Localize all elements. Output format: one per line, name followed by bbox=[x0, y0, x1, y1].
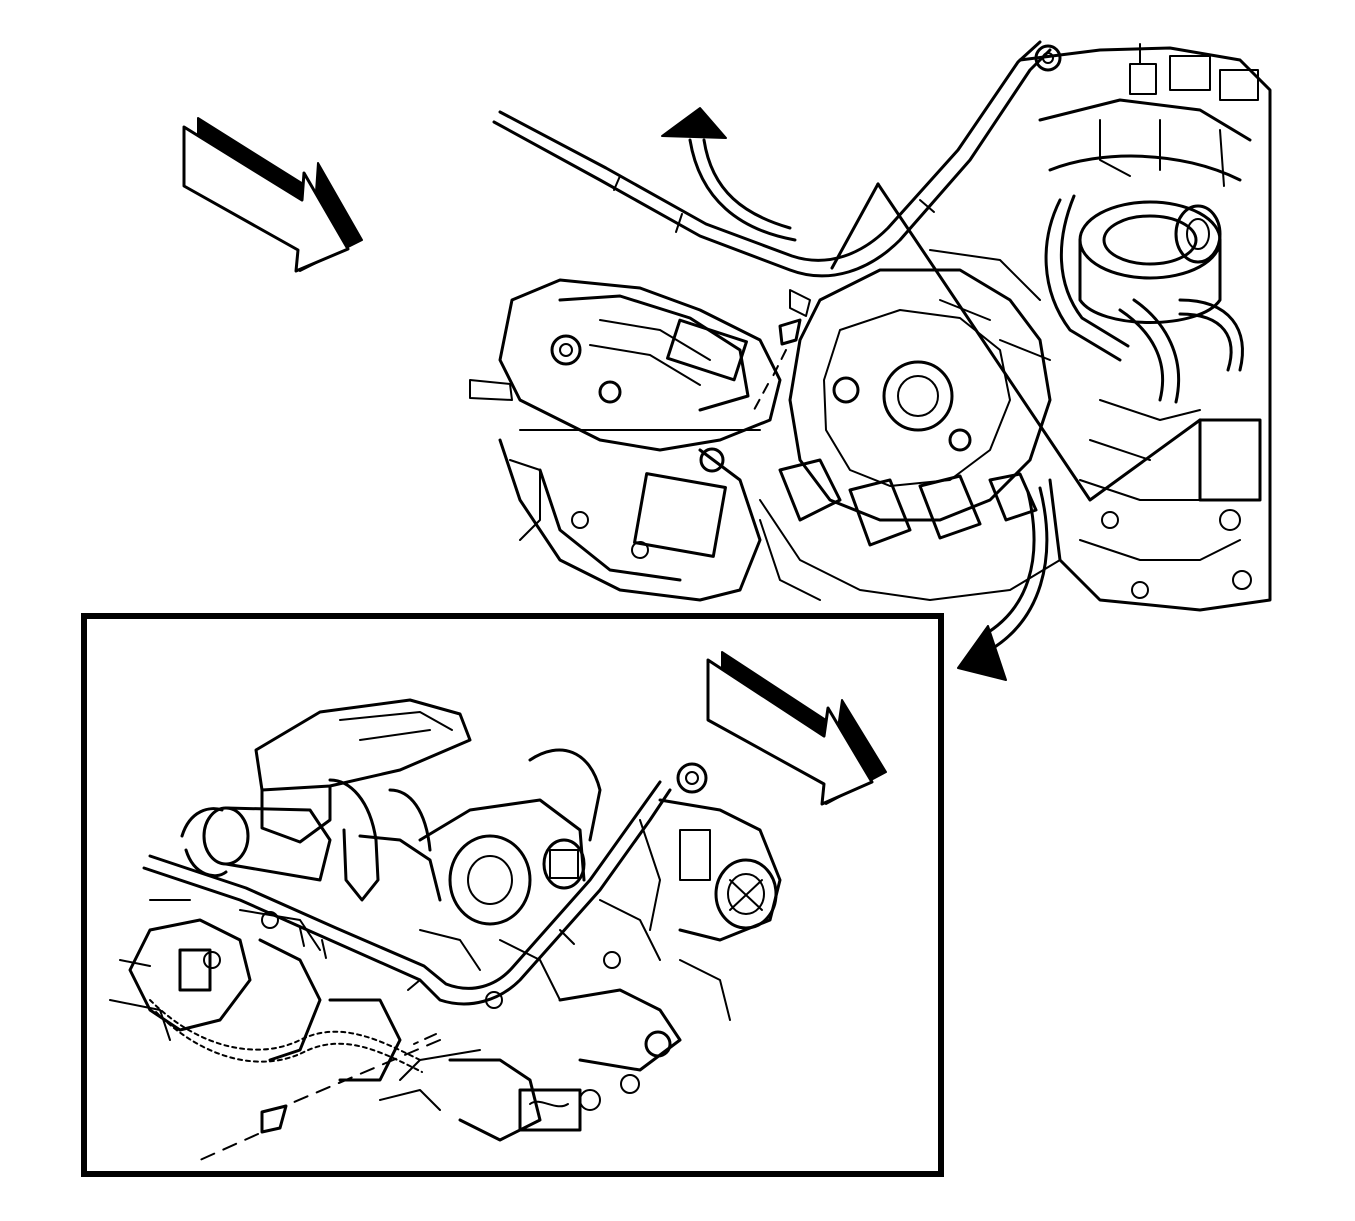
fuel-rail-pipe-main bbox=[492, 40, 1062, 278]
retainer-clip-inset bbox=[199, 1033, 441, 1161]
removal-arrow-upper bbox=[661, 107, 797, 242]
fuel-rail-pipe-inset bbox=[142, 780, 672, 1006]
inset-detail-frame bbox=[81, 613, 944, 1177]
direction-arrow-main bbox=[182, 117, 363, 273]
retainer-clip-main bbox=[753, 289, 811, 411]
engine-assembly-inset bbox=[109, 698, 782, 1142]
direction-arrow-inset bbox=[706, 651, 887, 806]
engine-assembly-main bbox=[469, 43, 1272, 612]
removal-arrow-lower bbox=[957, 486, 1049, 681]
